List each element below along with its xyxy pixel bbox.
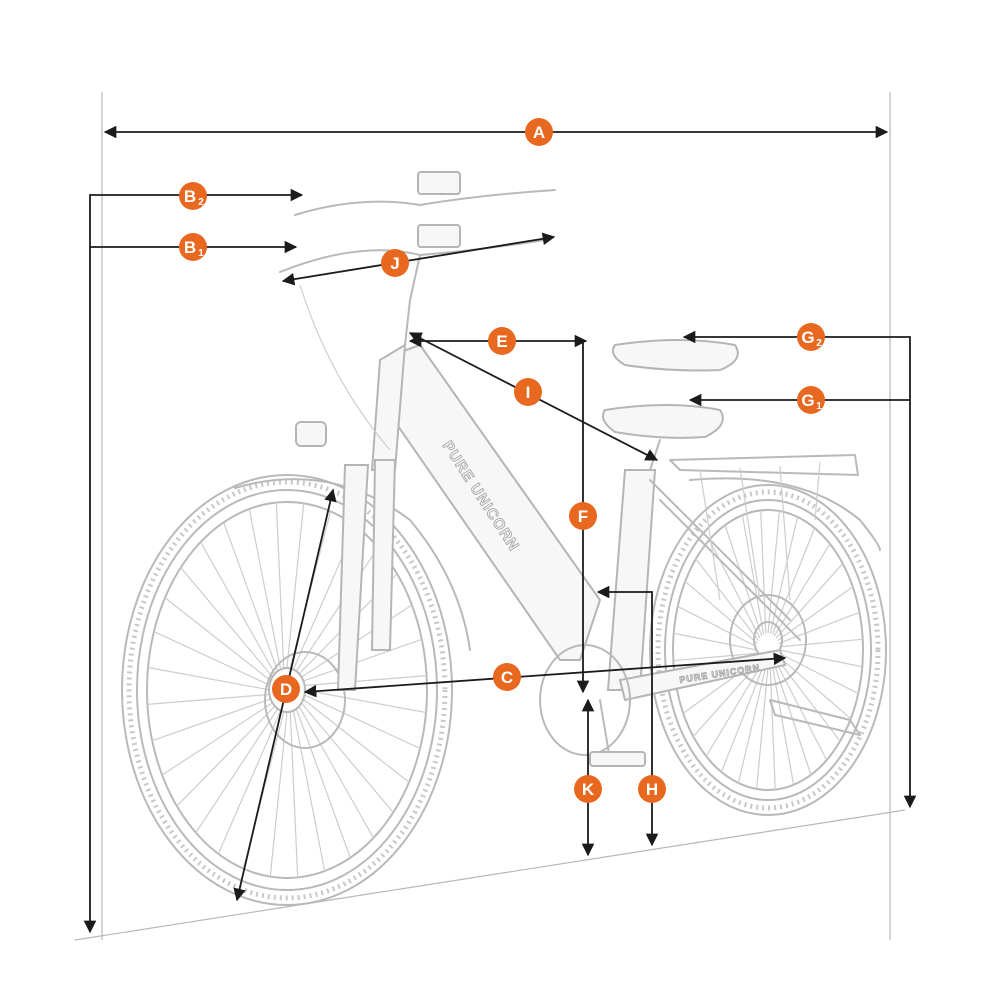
svg-text:I: I (526, 383, 531, 402)
spoke (300, 702, 394, 813)
spoke (147, 666, 271, 691)
rear-rack (669, 454, 859, 476)
spoke (677, 605, 758, 648)
svg-text:A: A (533, 123, 545, 142)
svg-text:J: J (390, 254, 399, 273)
badge-E: E (488, 327, 516, 355)
svg-text:1: 1 (198, 248, 204, 259)
spoke (302, 638, 423, 682)
spoke (153, 630, 271, 687)
svg-text:C: C (501, 668, 513, 687)
pedal (589, 751, 646, 767)
seat-tube (606, 469, 657, 691)
svg-text:K: K (582, 780, 595, 799)
dim-line-C (303, 652, 787, 698)
svg-text:1: 1 (816, 401, 822, 412)
spoke (248, 508, 282, 670)
spoke (303, 689, 427, 714)
spoke (195, 708, 279, 834)
svg-text:F: F (578, 507, 588, 526)
badge-G2: G 2 (797, 323, 825, 351)
svg-text:E: E (496, 332, 507, 351)
svg-text:H: H (646, 780, 658, 799)
fork-left (336, 464, 370, 691)
svg-text:G: G (801, 328, 814, 347)
spoke (778, 611, 860, 645)
badge-J: J (381, 249, 409, 277)
svg-text:2: 2 (198, 197, 204, 208)
badge-F: F (569, 502, 597, 530)
badge-K: K (574, 775, 602, 803)
spoke (292, 710, 326, 872)
spoke (147, 693, 271, 705)
spoke (275, 502, 285, 668)
badge-B2: B 2 (179, 182, 207, 210)
saddle-low (602, 404, 724, 439)
handlebar-upper (294, 189, 556, 216)
spoke (180, 567, 274, 678)
display-lower (417, 224, 461, 248)
dim-line-J (281, 232, 556, 286)
spoke (779, 638, 863, 648)
badge-B1: B 1 (179, 233, 207, 261)
badge-G1: G 1 (797, 386, 825, 414)
fork-right (370, 459, 397, 651)
svg-text:G: G (801, 391, 814, 410)
spoke (778, 652, 859, 695)
cable (299, 284, 391, 451)
svg-text:2: 2 (816, 338, 822, 349)
ground-line (74, 809, 906, 941)
spoke (303, 693, 421, 750)
spoke (769, 516, 799, 634)
badge-D: D (272, 675, 300, 703)
spoke (760, 510, 767, 634)
badge-C: C (493, 663, 521, 691)
dim-line-B2 (83, 188, 304, 934)
spoke (779, 649, 863, 668)
badge-I: I (514, 378, 542, 406)
saddle-high (612, 339, 739, 372)
seat-post (649, 439, 661, 471)
headlight (295, 421, 327, 447)
badge-H: H (638, 775, 666, 803)
spoke (673, 632, 757, 651)
spoke (151, 698, 272, 742)
svg-text:B: B (184, 187, 196, 206)
dim-line-H (596, 585, 659, 847)
dimension-badges: A B 2 B 1 J E I F G 2 (179, 118, 825, 803)
svg-text:D: D (280, 680, 292, 699)
display-upper (417, 171, 461, 195)
bicycle-sketch: PURE UNICORN PURE UNICORN (121, 171, 887, 906)
chainring (539, 644, 631, 756)
rear-wheel (649, 484, 887, 816)
badge-A: A (525, 118, 553, 146)
spoke (286, 503, 305, 668)
dim-line-G2 (682, 330, 917, 809)
head-tube (370, 343, 407, 471)
spoke (289, 712, 299, 878)
svg-text:B: B (184, 238, 196, 257)
